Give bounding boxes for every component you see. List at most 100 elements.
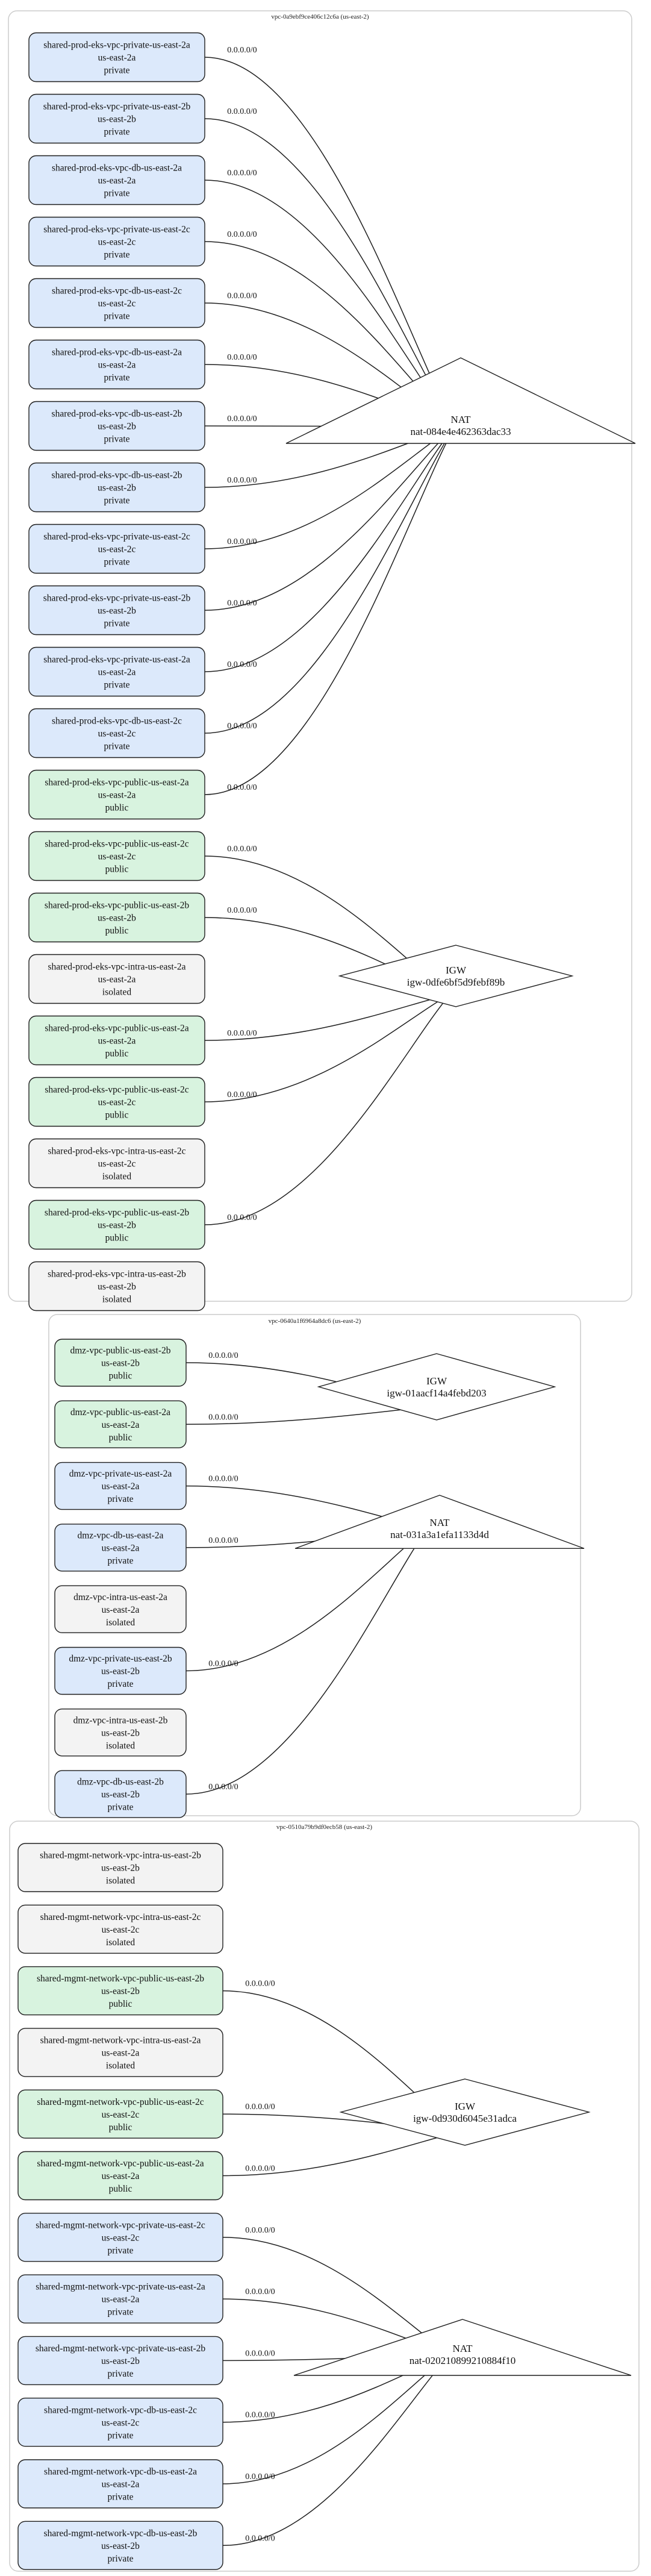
subnet-node[interactable]: shared-prod-eks-vpc-db-us-east-2aus-east… bbox=[28, 155, 205, 205]
vpc-cluster-title: vpc-0510a79b9df0ecb58 (us-east-2) bbox=[276, 1824, 372, 1831]
subnet-node[interactable]: shared-mgmt-network-vpc-private-us-east-… bbox=[17, 2274, 223, 2324]
subnet-node[interactable]: shared-prod-eks-vpc-private-us-east-2bus… bbox=[28, 93, 205, 144]
route-label: 0.0.0.0/0 bbox=[245, 2472, 275, 2481]
subnet-node[interactable]: shared-prod-eks-vpc-public-us-east-2aus-… bbox=[28, 769, 205, 820]
subnet-node[interactable]: dmz-vpc-intra-us-east-2bus-east-2bisolat… bbox=[54, 1708, 187, 1757]
subnet-name: shared-prod-eks-vpc-db-us-east-2a bbox=[52, 348, 182, 358]
route-label: 0.0.0.0/0 bbox=[227, 1213, 257, 1222]
subnet-box bbox=[17, 1966, 223, 2016]
route-label: 0.0.0.0/0 bbox=[227, 660, 257, 669]
subnet-node[interactable]: shared-prod-eks-vpc-intra-us-east-2cus-e… bbox=[28, 1138, 205, 1189]
subnet-node[interactable]: shared-prod-eks-vpc-private-us-east-2aus… bbox=[28, 646, 205, 697]
route-label: 0.0.0.0/0 bbox=[245, 2102, 275, 2112]
subnet-tier: private bbox=[107, 2554, 133, 2564]
gateway-id-label: nat-084e4e462363dac33 bbox=[410, 426, 511, 437]
route-label: 0.0.0.0/0 bbox=[245, 2534, 275, 2543]
subnet-box bbox=[28, 278, 205, 328]
subnet-name: shared-mgmt-network-vpc-public-us-east-2… bbox=[37, 2097, 204, 2107]
subnet-node[interactable]: shared-mgmt-network-vpc-db-us-east-2cus-… bbox=[17, 2397, 223, 2447]
subnet-az: us-east-2a bbox=[98, 667, 136, 678]
subnet-node[interactable]: shared-prod-eks-vpc-private-us-east-2bus… bbox=[28, 585, 205, 636]
subnet-node[interactable]: dmz-vpc-private-us-east-2bus-east-2bpriv… bbox=[54, 1646, 187, 1695]
gateway-type-label: IGW bbox=[426, 1375, 447, 1387]
subnet-node[interactable]: shared-mgmt-network-vpc-db-us-east-2bus-… bbox=[17, 2521, 223, 2570]
subnet-node[interactable]: dmz-vpc-intra-us-east-2aus-east-2aisolat… bbox=[54, 1585, 187, 1633]
subnet-box bbox=[28, 1261, 205, 1311]
subnet-tier: private bbox=[104, 311, 129, 322]
subnet-box bbox=[54, 1524, 187, 1572]
subnet-name: shared-mgmt-network-vpc-public-us-east-2… bbox=[37, 2159, 204, 2169]
subnet-az: us-east-2b bbox=[101, 1986, 140, 1996]
subnet-node[interactable]: dmz-vpc-public-us-east-2aus-east-2apubli… bbox=[54, 1400, 187, 1449]
subnet-name: dmz-vpc-private-us-east-2b bbox=[69, 1654, 172, 1664]
subnet-node[interactable]: shared-prod-eks-vpc-public-us-east-2cus-… bbox=[28, 1077, 205, 1127]
route-label: 0.0.0.0/0 bbox=[208, 1475, 238, 1484]
subnet-node[interactable]: shared-prod-eks-vpc-public-us-east-2bus-… bbox=[28, 892, 205, 943]
subnet-node[interactable]: shared-prod-eks-vpc-intra-us-east-2bus-e… bbox=[28, 1261, 205, 1311]
subnet-tier: public bbox=[105, 864, 129, 875]
subnet-node[interactable]: shared-prod-eks-vpc-public-us-east-2aus-… bbox=[28, 1015, 205, 1066]
subnet-az: us-east-2a bbox=[102, 2295, 140, 2305]
route-label: 0.0.0.0/0 bbox=[227, 292, 257, 301]
subnet-box bbox=[17, 2151, 223, 2201]
subnet-node[interactable]: shared-mgmt-network-vpc-public-us-east-2… bbox=[17, 1966, 223, 2016]
route-label: 0.0.0.0/0 bbox=[227, 599, 257, 608]
subnet-name: shared-mgmt-network-vpc-intra-us-east-2b bbox=[40, 1851, 201, 1861]
subnet-az: us-east-2a bbox=[102, 1605, 140, 1615]
subnet-az: us-east-2c bbox=[98, 729, 136, 739]
subnet-node[interactable]: shared-prod-eks-vpc-db-us-east-2aus-east… bbox=[28, 339, 205, 390]
subnet-node[interactable]: shared-prod-eks-vpc-db-us-east-2bus-east… bbox=[28, 401, 205, 451]
route-label: 0.0.0.0/0 bbox=[245, 2411, 275, 2420]
subnet-tier: private bbox=[107, 1494, 133, 1504]
subnet-node[interactable]: shared-mgmt-network-vpc-db-us-east-2aus-… bbox=[17, 2459, 223, 2509]
subnet-tier: public bbox=[109, 1433, 132, 1443]
route-label: 0.0.0.0/0 bbox=[245, 2226, 275, 2235]
subnet-node[interactable]: shared-mgmt-network-vpc-intra-us-east-2a… bbox=[17, 2028, 223, 2077]
subnet-box bbox=[17, 2274, 223, 2324]
subnet-node[interactable]: shared-mgmt-network-vpc-intra-us-east-2b… bbox=[17, 1843, 223, 1892]
subnet-node[interactable]: shared-prod-eks-vpc-db-us-east-2cus-east… bbox=[28, 278, 205, 328]
subnet-az: us-east-2a bbox=[98, 176, 136, 186]
subnet-node[interactable]: shared-prod-eks-vpc-public-us-east-2bus-… bbox=[28, 1199, 205, 1250]
nat-shape bbox=[293, 2319, 632, 2376]
subnet-box bbox=[28, 93, 205, 144]
route-label: 0.0.0.0/0 bbox=[208, 1351, 238, 1360]
subnet-node[interactable]: shared-prod-eks-vpc-private-us-east-2cus… bbox=[28, 524, 205, 574]
subnet-node[interactable]: dmz-vpc-public-us-east-2bus-east-2bpubli… bbox=[54, 1339, 187, 1387]
subnet-az: us-east-2a bbox=[102, 1543, 140, 1553]
subnet-node[interactable]: shared-mgmt-network-vpc-private-us-east-… bbox=[17, 2336, 223, 2386]
subnet-az: us-east-2b bbox=[98, 1282, 136, 1292]
subnet-node[interactable]: dmz-vpc-private-us-east-2aus-east-2apriv… bbox=[54, 1462, 187, 1510]
route-label: 0.0.0.0/0 bbox=[245, 2165, 275, 2174]
route-label: 0.0.0.0/0 bbox=[227, 537, 257, 546]
nat-shape bbox=[285, 357, 636, 444]
subnet-node[interactable]: shared-prod-eks-vpc-private-us-east-2aus… bbox=[28, 32, 205, 83]
subnet-tier: private bbox=[107, 2369, 133, 2379]
subnet-node[interactable]: shared-mgmt-network-vpc-public-us-east-2… bbox=[17, 2089, 223, 2139]
subnet-az: us-east-2b bbox=[98, 606, 136, 616]
subnet-node[interactable]: shared-prod-eks-vpc-db-us-east-2bus-east… bbox=[28, 462, 205, 513]
subnet-box bbox=[28, 831, 205, 881]
subnet-node[interactable]: shared-prod-eks-vpc-intra-us-east-2aus-e… bbox=[28, 954, 205, 1004]
subnet-node[interactable]: shared-prod-eks-vpc-db-us-east-2cus-east… bbox=[28, 708, 205, 758]
subnet-az: us-east-2a bbox=[102, 2480, 140, 2490]
subnet-tier: private bbox=[107, 1802, 133, 1813]
route-edge bbox=[204, 426, 455, 611]
subnet-node[interactable]: shared-prod-eks-vpc-private-us-east-2cus… bbox=[28, 216, 205, 267]
subnet-node[interactable]: shared-mgmt-network-vpc-intra-us-east-2c… bbox=[17, 1904, 223, 1954]
subnet-az: us-east-2b bbox=[101, 2541, 140, 2551]
subnet-node[interactable]: shared-mgmt-network-vpc-public-us-east-2… bbox=[17, 2151, 223, 2201]
subnet-node[interactable]: shared-prod-eks-vpc-public-us-east-2cus-… bbox=[28, 831, 205, 881]
route-edge bbox=[204, 993, 450, 1225]
route-edge bbox=[204, 426, 455, 672]
subnet-node[interactable]: shared-mgmt-network-vpc-private-us-east-… bbox=[17, 2213, 223, 2262]
subnet-tier: private bbox=[104, 250, 129, 260]
